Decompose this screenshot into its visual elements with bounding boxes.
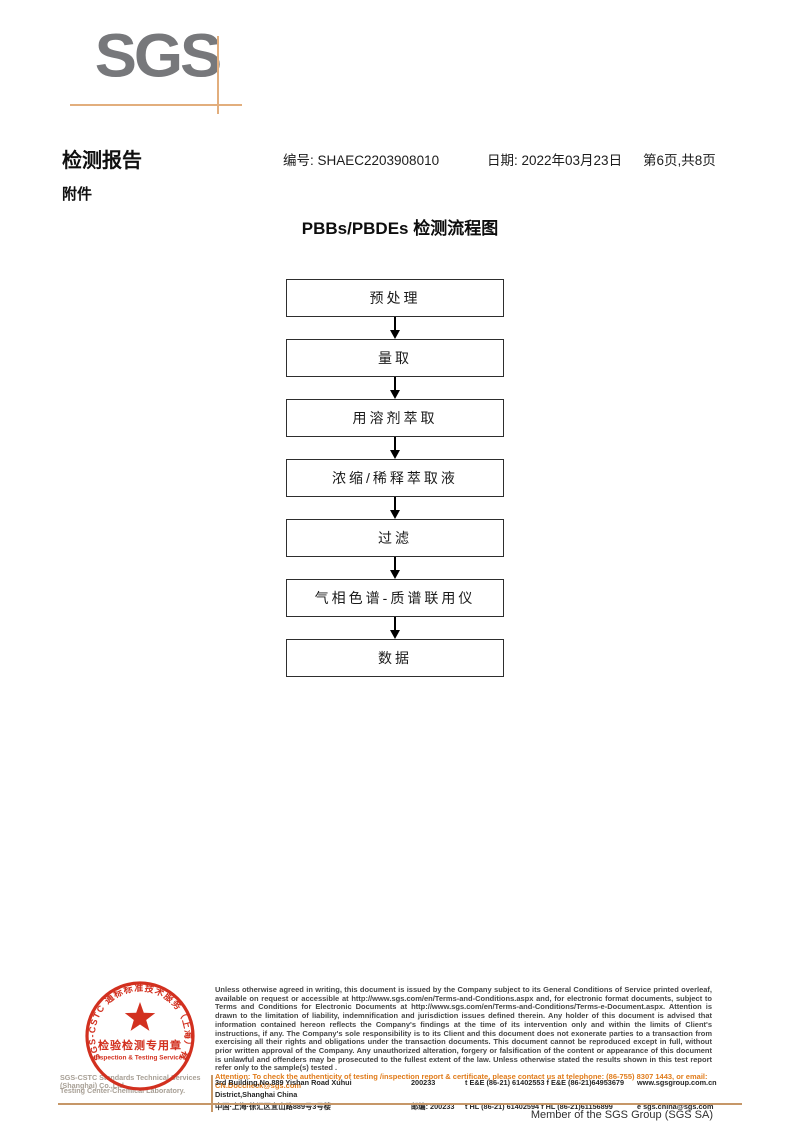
report-number: 编号: SHAEC2203908010 [283,153,440,168]
flowchart-title: PBBs/PBDEs 检测流程图 [301,219,499,238]
logo-vertical-line [217,36,219,114]
attachment-label: 附件 [62,186,93,203]
page-indicator: 第6页,共8页 [643,153,716,168]
phones-cn: t HL (86-21) 61402594 f HL (86-21)611568… [465,1102,613,1111]
seal-title-en: Inspection & Testing Services [94,1055,186,1062]
flow-step-solvent-extraction: 用溶剂萃取 [286,399,504,437]
address-row-en: 3rd Building,No.889 Yishan Road Xuhui Di… [215,1077,717,1101]
logo-horizontal-line [70,104,242,106]
address-en: 3rd Building,No.889 Yishan Road Xuhui Di… [215,1078,352,1099]
footer-horizontal-line [58,1103,742,1105]
email: e sgs.china@sgs.com [637,1102,714,1111]
address-cn: 中国·上海·徐汇区宜山路889号3号楼 [215,1102,331,1111]
legal-disclaimer: Unless otherwise agreed in writing, this… [215,985,712,1073]
footer-vertical-line [211,1075,213,1112]
seal-star-icon [124,1002,156,1031]
flow-arrow-down-icon [390,497,400,519]
flow-arrow-down-icon [390,437,400,459]
flow-step-data: 数据 [286,639,504,677]
flow-arrow-down-icon [390,617,400,639]
website: www.sgsgroup.com.cn [637,1078,717,1087]
address-block: 3rd Building,No.889 Yishan Road Xuhui Di… [215,1077,717,1113]
sgs-logo: SGS [94,22,222,91]
address-row-cn: 中国·上海·徐汇区宜山路889号3号楼 邮编: 200233 t HL (86-… [215,1101,715,1113]
postcode-cn: 邮编: 200233 [411,1102,455,1111]
postcode-en: 200233 [411,1078,436,1087]
legal-block: Unless otherwise agreed in writing, this… [215,985,712,1090]
flow-step-concentrate-dilute: 浓缩/稀释萃取液 [286,459,504,497]
flow-step-gcms: 气相色谱-质谱联用仪 [286,579,504,617]
flow-arrow-down-icon [390,377,400,399]
report-date: 日期: 2022年03月23日 [487,153,623,168]
stamp-department-name: Testing Center-Chemical Laboratory. [60,1086,186,1095]
sgs-group-member-label: Member of the SGS Group (SGS SA) [530,1109,713,1121]
flowchart-diagram: 预处理 量取 用溶剂萃取 浓缩/稀释萃取液 过滤 气相色谱-质谱联用仪 数据 [286,279,504,677]
attention-notice: Attention: To check the authenticity of … [215,1072,708,1090]
report-title: 检测报告 [62,150,142,172]
flow-arrow-down-icon [390,557,400,579]
phones-en: t E&E (86-21) 61402553 f E&E (86-21)6495… [465,1078,625,1087]
inspection-testing-seal-icon: SGS-CSTC 通标标准技术服务（上海）有限公司 检验检测专用章 Inspec… [54,972,195,1091]
flow-step-measure: 量取 [286,339,504,377]
flow-arrow-down-icon [390,317,400,339]
seal-title-cn: 检验检测专用章 [98,1038,182,1052]
flow-step-filter: 过滤 [286,519,504,557]
stamp-company-name: SGS-CSTC Standards Technical Services (S… [60,1073,201,1090]
flow-step-pretreatment: 预处理 [286,279,504,317]
